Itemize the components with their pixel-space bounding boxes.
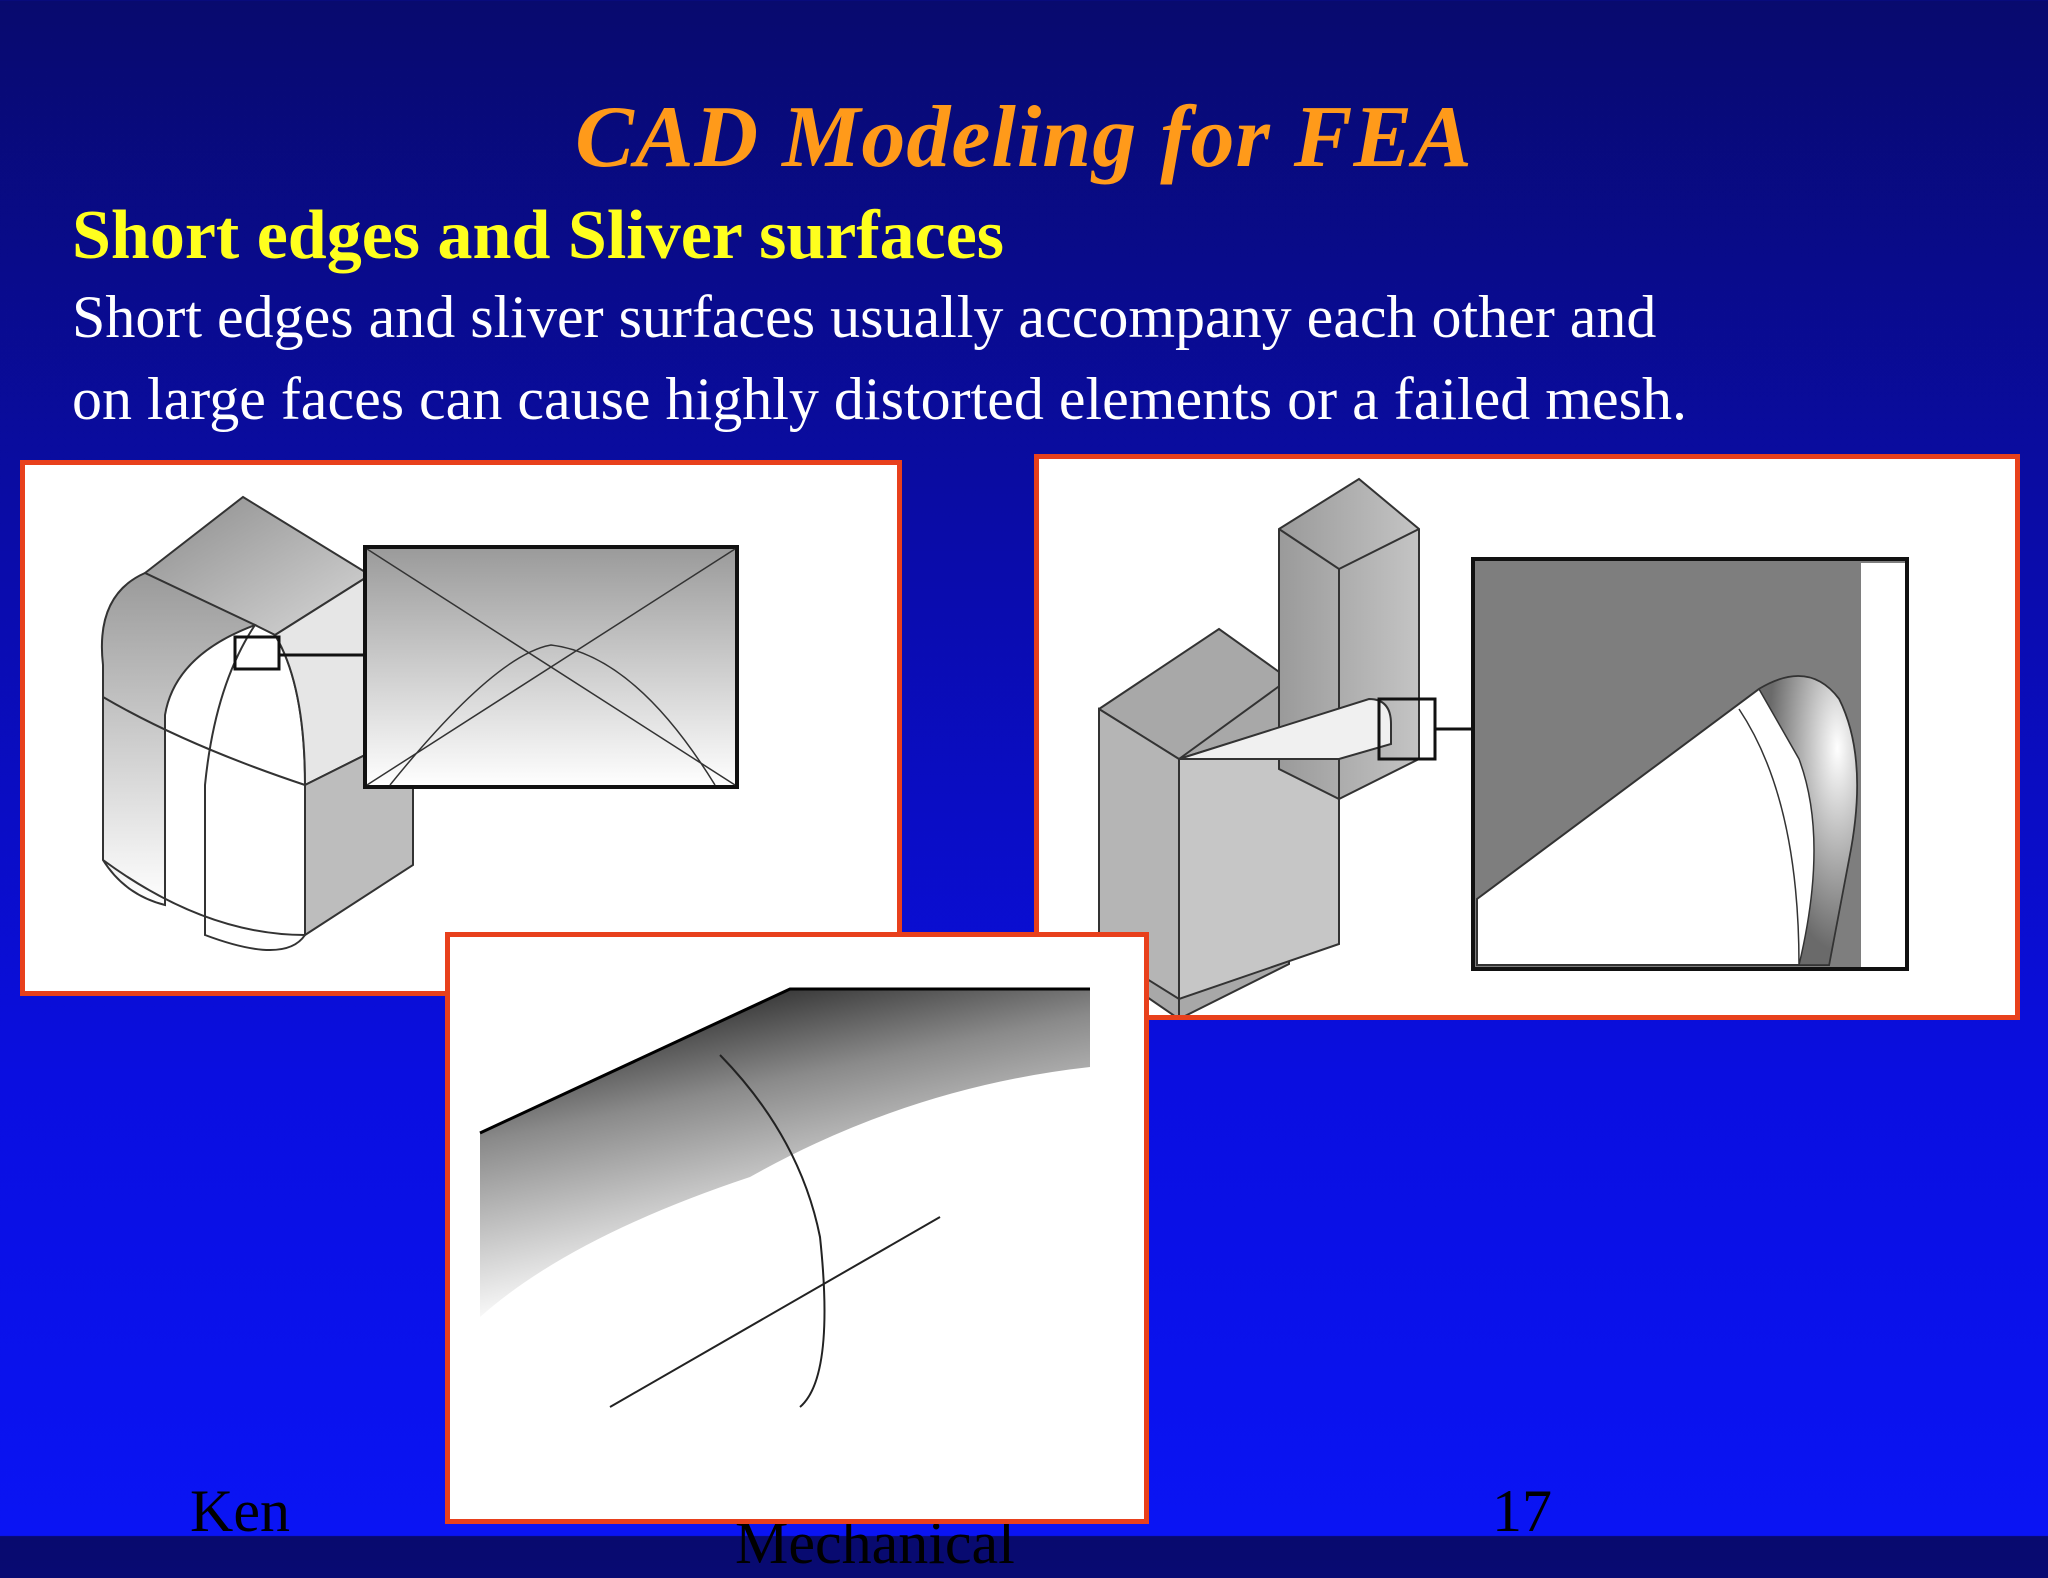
slide-subtitle: Short edges and Sliver surfaces bbox=[72, 197, 1005, 274]
figure-curved-surface-panel bbox=[445, 932, 1149, 1524]
post-block-drawing bbox=[1098, 477, 1909, 1015]
slide-title: CAD Modeling for FEA bbox=[575, 89, 1473, 186]
page-number: 17 bbox=[1492, 1478, 1552, 1544]
curved-surface-drawing bbox=[479, 987, 1090, 1408]
rounded-block-drawing bbox=[101, 495, 739, 951]
body-line-2: on large faces can cause highly distorte… bbox=[72, 366, 1687, 432]
slide-body-text: Short edges and sliver surfaces usually … bbox=[72, 276, 2012, 440]
body-line-1: Short edges and sliver surfaces usually … bbox=[72, 284, 1657, 350]
figure-rounded-block-panel bbox=[20, 460, 902, 996]
footer-left-text: Ken bbox=[190, 1478, 290, 1544]
figure-post-block-panel bbox=[1034, 454, 2020, 1020]
